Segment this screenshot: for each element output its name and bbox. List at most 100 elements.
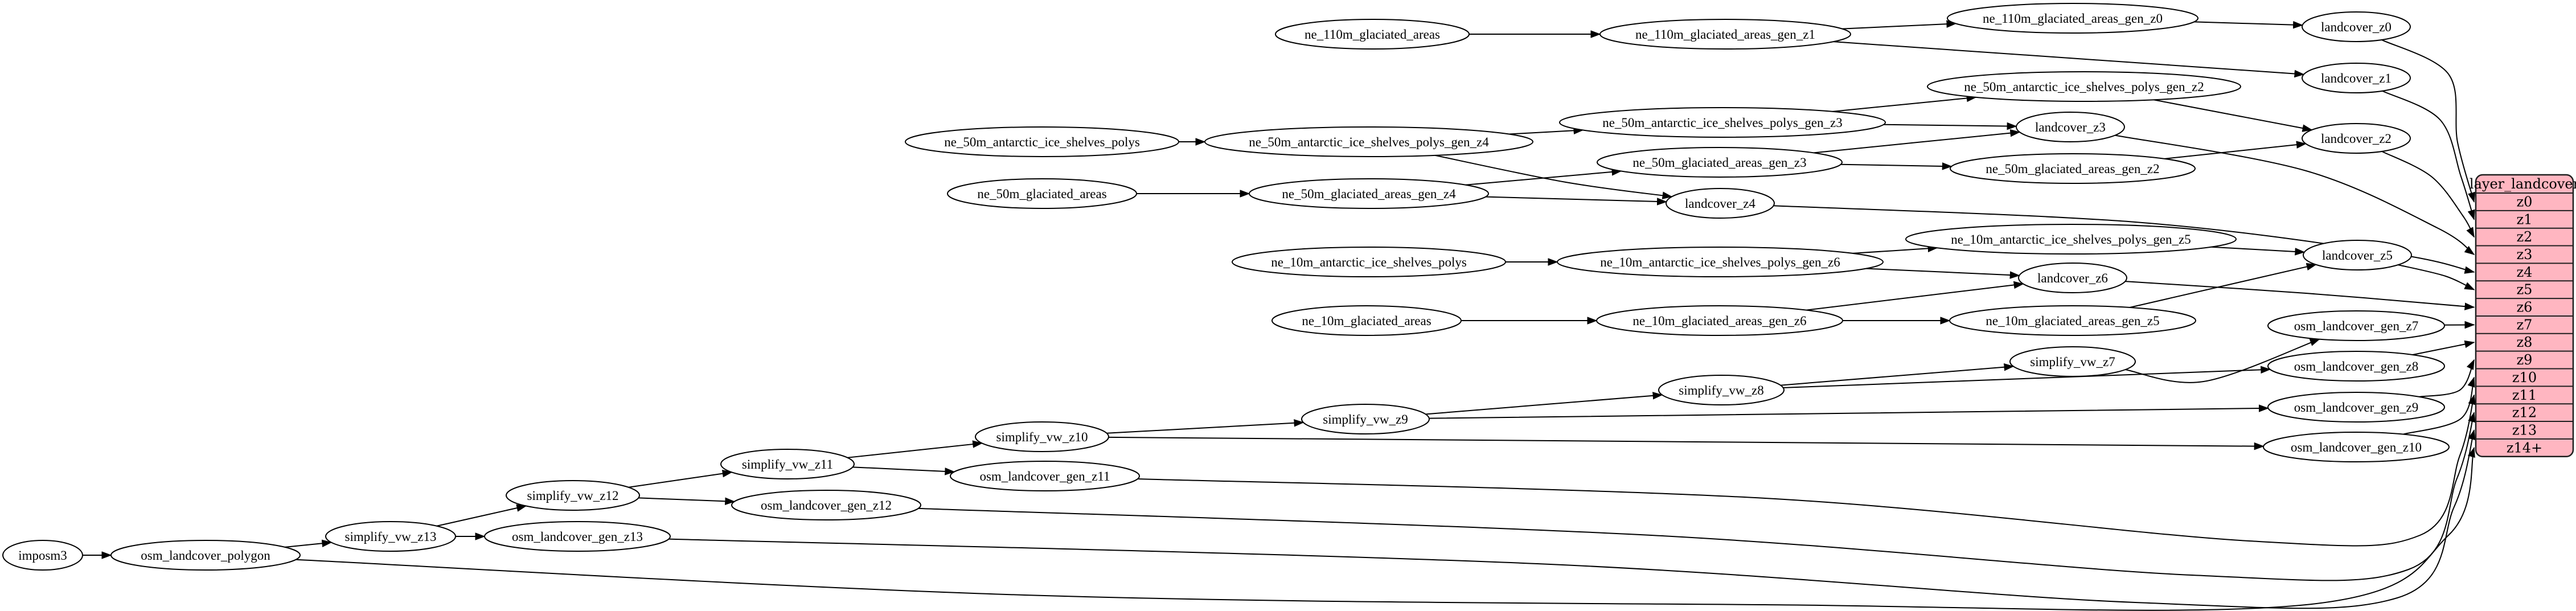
table-row-z2: z2 [2517,229,2533,245]
node-ellipse [2302,123,2411,154]
node-osm_landcover_gen_z9: osm_landcover_gen_z9 [2267,392,2445,423]
edge-osm_landcover_gen_z12-to-layer_landcover-z12 [918,412,2476,581]
table-row-z0: z0 [2517,194,2533,210]
node-landcover_z5: landcover_z5 [2303,240,2412,270]
edge-ne_50m_glaciated_areas_gen_z4-to-landcover_z4 [1485,196,1667,206]
node-label: osm_landcover_gen_z8 [2294,359,2418,374]
node-ellipse [2016,112,2125,142]
node-ellipse [720,449,855,479]
edge-ne_110m_glaciated_areas_gen_z0-to-landcover_z0 [2194,20,2304,29]
node-ellipse [2302,11,2411,42]
node-imposm3: imposm3 [2,540,83,571]
edge-ne_50m_glaciated_areas_gen_z3-to-ne_50m_glaciated_areas_gen_z2 [1840,162,1952,170]
edge-landcover_z4-to-layer_landcover-z4 [1773,205,2475,274]
edge-simplify_vw_z12-to-simplify_vw_z11 [628,469,733,488]
edge-ne_50m_glaciated_areas_gen_z2-to-landcover_z2 [2164,141,2307,159]
node-ne_110m_glaciated_areas_gen_z0: ne_110m_glaciated_areas_gen_z0 [1947,3,2198,34]
node-label: ne_50m_antarctic_ice_shelves_polys_gen_z… [1249,135,1489,149]
edge-landcover_z2-to-layer_landcover-z2 [2381,150,2475,238]
edge-ne_10m_glaciated_areas_gen_z5-to-landcover_z5 [2129,263,2317,308]
node-landcover_z3: landcover_z3 [2016,112,2125,142]
edge-osm_landcover_gen_z8-to-layer_landcover-z8 [2412,340,2475,355]
node-label: simplify_vw_z7 [2030,355,2115,369]
node-simplify_vw_z7: simplify_vw_z7 [2009,346,2136,377]
node-ne_10m_antarctic_ice_shelves_polys_gen_z6: ne_10m_antarctic_ice_shelves_polys_gen_z… [1557,247,1884,277]
node-ne_10m_antarctic_ice_shelves_polys_gen_z5: ne_10m_antarctic_ice_shelves_polys_gen_z… [1905,224,2237,255]
edge-landcover_z6-to-layer_landcover-z6 [2125,281,2475,310]
node-label: landcover_z3 [2035,120,2106,134]
edge-ne_10m_antarctic_ice_shelves_polys_gen_z5-to-landcover_z5 [2211,246,2306,256]
node-label: landcover_z1 [2321,71,2392,85]
node-ellipse [2,540,83,571]
node-ellipse [2263,432,2450,462]
node-label: ne_50m_antarctic_ice_shelves_polys_gen_z… [1602,116,1843,130]
node-label: ne_110m_glaciated_areas_gen_z1 [1635,27,1815,42]
table-row-z3: z3 [2517,247,2533,263]
node-simplify_vw_z8: simplify_vw_z8 [1658,375,1785,405]
node-label: ne_50m_antarctic_ice_shelves_polys [944,135,1140,149]
node-ellipse [1232,247,1506,277]
edge-simplify_vw_z8-to-osm_landcover_gen_z8 [1783,366,2271,388]
table-row-z4: z4 [2517,264,2533,280]
node-landcover_z6: landcover_z6 [2018,263,2127,293]
edge-osm_landcover_gen_z13-to-layer_landcover-z13 [668,429,2476,609]
table-row-z6: z6 [2517,300,2533,315]
node-ne_50m_antarctic_ice_shelves_polys_gen_z3: ne_50m_antarctic_ice_shelves_polys_gen_z… [1559,107,1886,138]
table-row-z9: z9 [2517,352,2533,368]
node-ne_50m_antarctic_ice_shelves_polys_gen_z4: ne_50m_antarctic_ice_shelves_polys_gen_z… [1204,126,1533,157]
node-label: ne_10m_antarctic_ice_shelves_polys [1271,255,1467,269]
edge-ne_50m_antarctic_ice_shelves_polys_gen_z3-to-landcover_z3 [1884,122,2017,130]
node-label: ne_50m_antarctic_ice_shelves_polys_gen_z… [1964,80,2204,94]
node-label: simplify_vw_z10 [996,430,1088,444]
edge-simplify_vw_z9-to-simplify_vw_z8 [1425,392,1663,415]
node-label: ne_110m_glaciated_areas_gen_z0 [1983,11,2163,26]
table-row-z12: z12 [2512,405,2537,421]
node-ellipse [2018,263,2127,293]
node-ellipse [2302,63,2411,93]
edge-osm_landcover_polygon-to-simplify_vw_z13 [285,539,333,548]
node-osm_landcover_gen_z12: osm_landcover_gen_z12 [731,490,921,520]
edge-landcover_z3-to-layer_landcover-z3 [2115,134,2475,255]
table-row-z7: z7 [2517,317,2533,333]
edge-ne_50m_antarctic_ice_shelves_polys_gen_z4-to-ne_50m_antarctic_ice_shelves_polys_gen_z3 [1509,126,1584,135]
node-label: simplify_vw_z13 [345,530,437,544]
node-ellipse [1949,305,2196,336]
node-landcover_z0: landcover_z0 [2302,11,2411,42]
table-row-z13: z13 [2512,422,2537,438]
edge-ne_110m_glaciated_areas_gen_z1-to-landcover_z1 [1833,41,2305,78]
node-ne_10m_glaciated_areas_gen_z5: ne_10m_glaciated_areas_gen_z5 [1949,305,2196,336]
node-ellipse [2267,351,2445,382]
node-ne_50m_antarctic_ice_shelves_polys: ne_50m_antarctic_ice_shelves_polys [905,126,1179,157]
node-simplify_vw_z11: simplify_vw_z11 [720,449,855,479]
node-osm_landcover_gen_z7: osm_landcover_gen_z7 [2267,310,2445,341]
node-ellipse [1599,19,1851,50]
node-simplify_vw_z12: simplify_vw_z12 [506,480,640,511]
node-ellipse [1927,71,2241,102]
node-label: landcover_z0 [2321,20,2392,34]
node-label: imposm3 [18,548,67,563]
node-label: osm_landcover_gen_z10 [2291,440,2422,454]
node-label: ne_10m_glaciated_areas_gen_z6 [1632,314,1806,328]
node-ellipse [2009,346,2136,377]
edge-simplify_vw_z11-to-simplify_vw_z10 [847,440,983,458]
node-ne_110m_glaciated_areas_gen_z1: ne_110m_glaciated_areas_gen_z1 [1599,19,1851,50]
edge-ne_10m_glaciated_areas_gen_z6-to-landcover_z6 [1806,281,2024,311]
node-ellipse [905,126,1179,157]
node-label: simplify_vw_z8 [1679,383,1764,397]
node-label: ne_10m_glaciated_areas [1302,314,1431,328]
edge-osm_landcover_polygon-to-layer_landcover-z14+ [296,446,2475,611]
node-label: osm_landcover_gen_z11 [979,469,1110,483]
node-ellipse [1596,305,1843,336]
node-simplify_vw_z9: simplify_vw_z9 [1301,404,1430,434]
edge-ne_50m_antarctic_ice_shelves_polys_gen_z3-to-ne_50m_antarctic_ice_shelves_polys_gen_z2 [1832,94,1977,112]
table-row-z10: z10 [2512,370,2537,386]
edge-simplify_vw_z13-to-simplify_vw_z12 [436,504,527,527]
edge-landcover_z0-to-layer_landcover-z0 [2381,39,2476,203]
edge-simplify_vw_z7-to-osm_landcover_gen_z7 [2125,338,2320,383]
edge-landcover_z1-to-layer_landcover-z1 [2382,90,2475,220]
node-ellipse [2303,240,2412,270]
node-ne_50m_glaciated_areas_gen_z3: ne_50m_glaciated_areas_gen_z3 [1597,147,1843,178]
edge-ne_50m_glaciated_areas_gen_z3-to-landcover_z3 [1814,129,2021,154]
